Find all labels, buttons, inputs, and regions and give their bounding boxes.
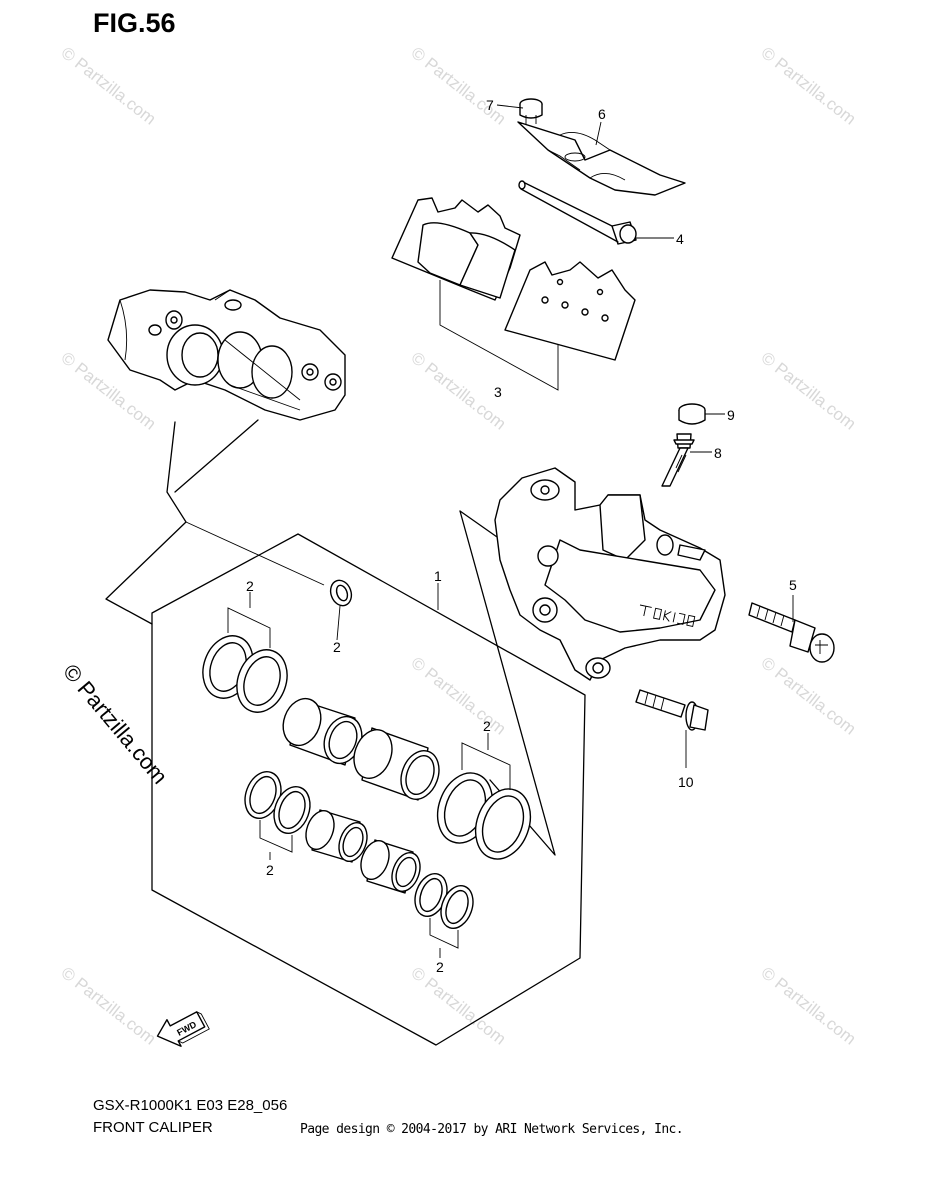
watermark: © Partzilla.com xyxy=(758,43,860,129)
callout-numbers: 1 2 2 2 2 2 3 4 5 6 7 8 9 10 xyxy=(246,97,797,975)
part-4-pad-pin xyxy=(518,180,637,245)
part-5-caliper-bolt xyxy=(748,602,835,663)
watermark: © Partzilla.com xyxy=(758,963,860,1049)
callout-2: 2 xyxy=(333,639,341,655)
watermark: © Partzilla.com xyxy=(58,43,160,129)
part-7-bolt xyxy=(519,98,543,124)
part-9-bleeder-cap xyxy=(678,403,706,425)
part-2-piston-seals-lower-left xyxy=(244,771,311,853)
callout-3: 3 xyxy=(494,384,502,400)
credit-line: Page design © 2004-2017 by ARI Network S… xyxy=(300,1122,684,1137)
part-2-piston-seals-upper-left xyxy=(202,607,288,713)
callout-10: 10 xyxy=(678,774,694,790)
model-code: GSX-R1000K1 E03 E28_056 xyxy=(93,1097,288,1114)
left-caliper-body xyxy=(107,289,346,421)
watermark: © Partzilla.com xyxy=(758,653,860,739)
callout-9: 9 xyxy=(727,407,735,423)
seal-kit-outline-box xyxy=(151,533,586,1046)
part-6-pad-spring xyxy=(517,121,686,196)
watermark: © Partzilla.com xyxy=(408,963,510,1049)
section-name: FRONT CALIPER xyxy=(93,1119,213,1136)
watermark: © Partzilla.com xyxy=(58,963,160,1049)
callout-4: 4 xyxy=(676,231,684,247)
callout-5: 5 xyxy=(789,577,797,593)
callout-2: 2 xyxy=(246,578,254,594)
pistons xyxy=(282,697,440,894)
watermark: © Partzilla.com xyxy=(758,348,860,434)
part-2-seal-small xyxy=(329,579,353,607)
part-8-bleeder-valve xyxy=(661,433,695,487)
callout-7: 7 xyxy=(486,97,494,113)
right-caliper-body xyxy=(494,467,726,681)
part-2-piston-seals-right xyxy=(436,742,532,860)
callout-1: 1 xyxy=(434,568,442,584)
figure-title: FIG.56 xyxy=(93,8,176,38)
callout-2: 2 xyxy=(436,959,444,975)
callout-8: 8 xyxy=(714,445,722,461)
part-10-caliper-bolt xyxy=(635,689,709,731)
part-3-brake-pads xyxy=(391,197,636,391)
part-2-piston-seals-lower-right xyxy=(414,872,474,949)
exploded-parts-diagram: © Partzilla.com © Partzilla.com © Partzi… xyxy=(58,43,860,1049)
callout-2: 2 xyxy=(483,718,491,734)
watermark-large: © Partzilla.com xyxy=(58,659,172,789)
callout-2: 2 xyxy=(266,862,274,878)
callout-6: 6 xyxy=(598,106,606,122)
fwd-arrow: FWD xyxy=(156,1011,210,1047)
watermark: © Partzilla.com xyxy=(408,653,510,739)
callout-leaders xyxy=(249,104,794,958)
watermark: © Partzilla.com xyxy=(408,43,510,129)
